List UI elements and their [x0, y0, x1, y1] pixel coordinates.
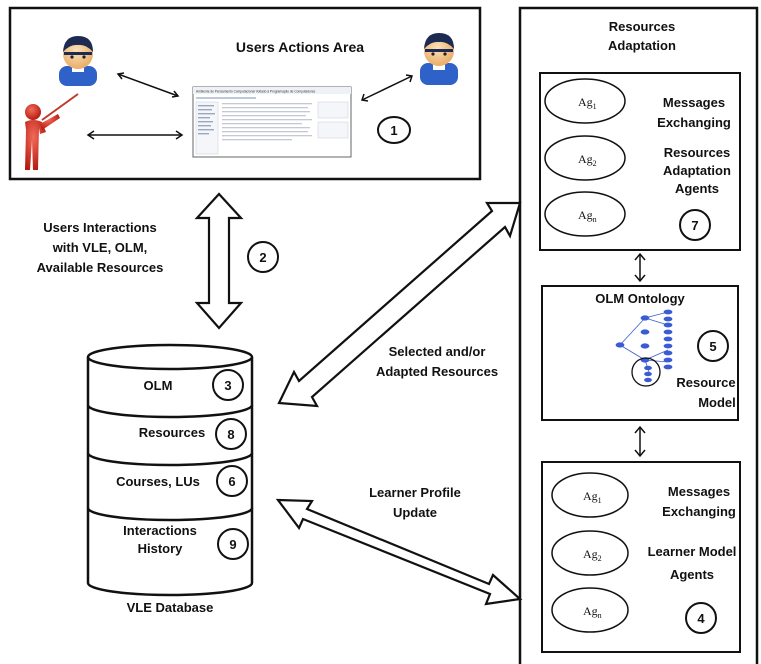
badge-5-label: 5 — [709, 339, 716, 354]
learner-update-line-1: Learner Profile — [369, 485, 461, 500]
olm-ontology-title: OLM Ontology — [595, 291, 685, 306]
lm-messages-line-2: Exchanging — [662, 504, 736, 519]
agent-label: Ag2 — [578, 152, 597, 168]
learner-model-agents-box: Ag1 Ag2 Agn Messages Exchanging Learner … — [541, 461, 741, 653]
badge-3 — [212, 369, 244, 401]
user-avatar-right — [420, 33, 458, 85]
lm-messages-line-1: Messages — [668, 484, 730, 499]
agent-ellipse — [544, 135, 626, 181]
vertical-double-arrows — [634, 252, 646, 458]
resource-model-line-2: Model — [698, 395, 736, 410]
db-segment-history-line-2: History — [138, 541, 184, 556]
agent-ellipse — [544, 191, 626, 237]
agent-label: Ag2 — [583, 547, 602, 563]
teacher-icon — [25, 93, 79, 170]
screenshot-title: Ambiente de Pensamento Computacional Vol… — [196, 90, 316, 94]
badge-9-label: 9 — [229, 537, 236, 552]
agent-label: Ag1 — [578, 95, 597, 111]
badge-7-label: 7 — [691, 218, 698, 233]
ontology-highlight-circle — [631, 357, 661, 387]
badge-4-label: 4 — [697, 611, 705, 626]
badge-2-label: 2 — [259, 250, 266, 265]
db-caption: VLE Database — [127, 600, 214, 615]
interactions-line-1: Users Interactions — [43, 220, 156, 235]
ontology-graph — [615, 309, 673, 383]
badge-2 — [247, 241, 279, 273]
agent-label: Agn — [583, 604, 602, 620]
ra-agents-line-3: Agents — [675, 181, 719, 196]
badge-1 — [377, 116, 411, 144]
users-actions-title: Users Actions Area — [236, 39, 364, 55]
ra-messages-line-1: Messages — [663, 95, 725, 110]
interactions-arrow — [194, 192, 244, 330]
learner-update-line-2: Update — [393, 505, 437, 520]
selected-resources-line-2: Adapted Resources — [376, 364, 498, 379]
badge-8 — [215, 418, 247, 450]
selected-resources-line-1: Selected and/or — [389, 344, 486, 359]
badge-8-label: 8 — [227, 427, 234, 442]
agent-ellipse — [551, 587, 629, 633]
lm-agents-line-2: Agents — [670, 567, 714, 582]
ra-agents-line-1: Resources — [664, 145, 730, 160]
right-container — [518, 6, 759, 664]
db-segment-resources: Resources — [139, 425, 205, 440]
agent-ellipse — [544, 78, 626, 124]
agent-label: Ag1 — [583, 489, 602, 505]
vle-screenshot: Ambiente de Pensamento Computacional Vol… — [192, 86, 352, 158]
badge-6-label: 6 — [228, 474, 235, 489]
ra-messages-line-2: Exchanging — [657, 115, 731, 130]
badge-1-label: 1 — [390, 123, 397, 138]
interactions-line-2: with VLE, OLM, — [52, 240, 148, 255]
db-segment-olm: OLM — [144, 378, 173, 393]
olm-ontology-box: OLM Ontology 5 Resource Model — [541, 285, 739, 421]
badge-4 — [685, 602, 717, 634]
user-avatar-left — [59, 36, 97, 86]
ra-agents-line-2: Adaptation — [663, 163, 731, 178]
db-segment-history-line-1: Interactions — [123, 523, 197, 538]
users-double-arrows — [86, 72, 413, 140]
resources-adaptation-title-line-1: Resources — [609, 19, 675, 34]
badge-6 — [216, 465, 248, 497]
resource-model-line-1: Resource — [676, 375, 735, 390]
badge-7 — [679, 209, 711, 241]
resources-adaptation-agents-box: Ag1 Ag2 Agn Messages Exchanging Resource… — [539, 72, 741, 251]
interactions-line-3: Available Resources — [37, 260, 164, 275]
resources-adaptation-title-line-2: Adaptation — [608, 38, 676, 53]
badge-9 — [217, 528, 249, 560]
lm-agents-line-1: Learner Model — [648, 544, 737, 559]
badge-5 — [697, 330, 729, 362]
agent-label: Agn — [578, 208, 597, 224]
interactions-label: Users Interactions with VLE, OLM, Availa… — [37, 220, 164, 275]
agent-ellipse — [551, 472, 629, 518]
agent-ellipse — [551, 530, 629, 576]
vle-database: OLM Resources Courses, LUs Interactions … — [86, 343, 254, 597]
badge-3-label: 3 — [224, 378, 231, 393]
db-segment-courses: Courses, LUs — [116, 474, 200, 489]
users-actions-area: Users Actions Area — [8, 6, 482, 181]
